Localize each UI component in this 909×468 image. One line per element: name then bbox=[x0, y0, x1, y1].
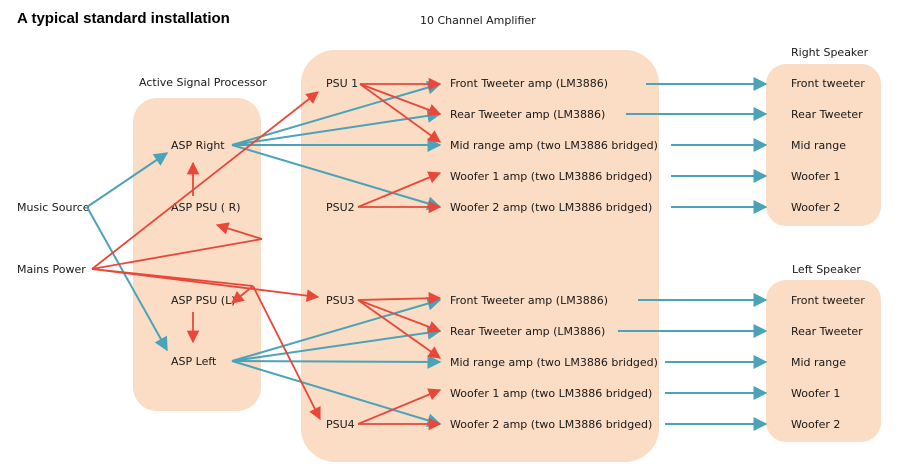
amp-left-woofer-2: Woofer 2 amp (two LM3886 bridged) bbox=[450, 418, 652, 431]
signal-asp-right-to-front-tweeter-amp bbox=[231, 80, 442, 146]
psu-3-label: PSU3 bbox=[326, 294, 355, 307]
spk-right-woofer-1: Woofer 1 bbox=[791, 170, 840, 183]
psu-4-label: PSU4 bbox=[326, 418, 355, 431]
mains-power-label: Mains Power bbox=[17, 263, 86, 276]
amp-left-woofer-1: Woofer 1 amp (two LM3886 bridged) bbox=[450, 387, 652, 400]
asp-label: Active Signal Processor bbox=[139, 76, 267, 89]
spk-left-rear-tweeter: Rear Tweeter bbox=[791, 325, 863, 338]
signal-asp-right-to-woofer-2-amp bbox=[231, 144, 442, 211]
power-psu3-to-rear-tweeter-amp bbox=[357, 299, 442, 333]
power-psu4-to-woofer-1-amp bbox=[357, 388, 442, 425]
spk-right-rear-tweeter: Rear Tweeter bbox=[791, 108, 863, 121]
left-speaker-box bbox=[766, 280, 881, 442]
signal-asp-left-to-front-tweeter-amp bbox=[231, 296, 442, 362]
spk-left-front-tweeter: Front tweeter bbox=[791, 294, 865, 307]
power-mains-to-asp-psu-r bbox=[215, 222, 263, 240]
power-mains-to-psu4 bbox=[252, 285, 321, 421]
right-speaker-label: Right Speaker bbox=[791, 46, 869, 59]
amp-left-mid-range: Mid range amp (two LM3886 bridged) bbox=[450, 356, 658, 369]
amp-right-mid-range: Mid range amp (two LM3886 bridged) bbox=[450, 139, 658, 152]
spk-right-woofer-2: Woofer 2 bbox=[791, 201, 840, 214]
spk-left-mid-range: Mid range bbox=[791, 356, 846, 369]
signal-music-to-asp-left bbox=[86, 206, 168, 352]
amp-right-woofer-1: Woofer 1 amp (two LM3886 bridged) bbox=[450, 170, 652, 183]
amp-right-rear-tweeter: Rear Tweeter amp (LM3886) bbox=[450, 108, 605, 121]
amp-left-rear-tweeter: Rear Tweeter amp (LM3886) bbox=[450, 325, 605, 338]
amp-right-front-tweeter: Front Tweeter amp (LM3886) bbox=[450, 77, 608, 90]
power-psu3-to-front-tweeter-amp bbox=[357, 291, 442, 305]
power-psu1-to-mid-range-amp bbox=[359, 83, 442, 143]
mains-trunk-lines bbox=[91, 238, 263, 287]
spk-left-woofer-1: Woofer 1 bbox=[791, 387, 840, 400]
signal-arrows bbox=[86, 77, 768, 431]
power-mains-to-psu1 bbox=[91, 91, 319, 270]
power-psu2-to-woofer-1-amp bbox=[357, 171, 442, 208]
asp-psu-r-label: ASP PSU ( R) bbox=[171, 201, 241, 214]
power-psu1-to-rear-tweeter-amp bbox=[359, 83, 442, 116]
left-speaker-label: Left Speaker bbox=[792, 263, 861, 276]
psu-1-label: PSU 1 bbox=[326, 77, 358, 90]
signal-asp-left-to-mid-range-amp bbox=[231, 354, 442, 369]
mains-trunk-lower bbox=[91, 268, 254, 287]
asp-box bbox=[133, 98, 261, 411]
amp-right-woofer-2: Woofer 2 amp (two LM3886 bridged) bbox=[450, 201, 652, 214]
music-source-label: Music Source bbox=[17, 201, 90, 214]
psu-2-label: PSU2 bbox=[326, 201, 355, 214]
signal-music-to-asp-right bbox=[86, 152, 169, 208]
mains-trunk-upper bbox=[91, 238, 263, 270]
signal-asp-left-to-rear-tweeter-amp bbox=[231, 325, 442, 362]
spk-left-woofer-2: Woofer 2 bbox=[791, 418, 840, 431]
asp-right-label: ASP Right bbox=[171, 139, 225, 152]
amplifier-label: 10 Channel Amplifier bbox=[420, 14, 536, 27]
amplifier-box bbox=[301, 50, 659, 462]
signal-asp-right-to-rear-tweeter-amp bbox=[231, 108, 442, 146]
amp-left-front-tweeter: Front Tweeter amp (LM3886) bbox=[450, 294, 608, 307]
spk-right-front-tweeter: Front tweeter bbox=[791, 77, 865, 90]
asp-psu-l-label: ASP PSU (L) bbox=[171, 294, 236, 307]
power-mains-to-asp-psu-l bbox=[231, 285, 254, 304]
right-speaker-box bbox=[766, 64, 881, 226]
spk-right-mid-range: Mid range bbox=[791, 139, 846, 152]
signal-asp-left-to-woofer-2-amp bbox=[231, 360, 442, 428]
power-psu3-to-mid-range-amp bbox=[357, 299, 442, 359]
page-title: A typical standard installation bbox=[17, 10, 230, 27]
power-arrows bbox=[91, 77, 442, 431]
asp-left-label: ASP Left bbox=[171, 355, 217, 368]
